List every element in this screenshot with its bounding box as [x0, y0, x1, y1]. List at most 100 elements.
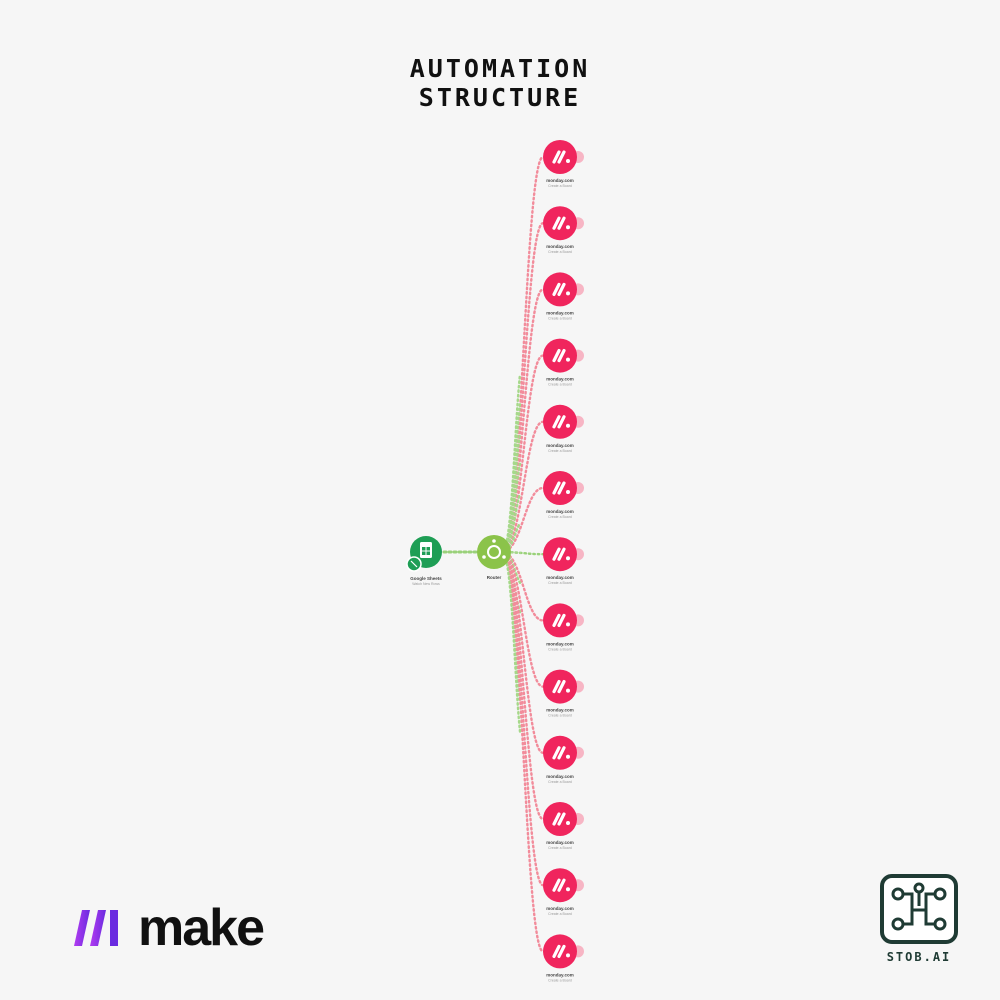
monday-dot: [566, 622, 570, 627]
stob-logo: STOB.AI: [876, 874, 962, 964]
module-label: monday.com: [546, 708, 573, 713]
module-sub: Create a Board: [548, 316, 572, 320]
module-sub: Create a Board: [548, 581, 572, 585]
monday-dot: [566, 423, 570, 428]
title-line-2: STRUCTURE: [418, 83, 582, 112]
monday-mark: [557, 150, 566, 164]
module-sub: Create a Board: [548, 449, 572, 453]
module-sub: Create a Board: [548, 250, 572, 254]
route-link: [500, 288, 545, 554]
module-sub: Create a Board: [548, 912, 572, 916]
monday-dot: [566, 953, 570, 958]
module-sub: Create a Board: [548, 714, 572, 718]
module-label: monday.com: [546, 244, 573, 249]
module-label: monday.com: [546, 774, 573, 779]
make-logo: make: [72, 899, 265, 957]
monday-dot: [566, 887, 570, 892]
trigger-sub: Watch New Rows: [412, 582, 440, 586]
trigger-label: Google Sheets: [410, 576, 442, 581]
monday-mark: [557, 282, 566, 296]
monday-mark: [557, 746, 566, 760]
stob-text: STOB.AI: [886, 950, 952, 964]
monday-dot: [566, 754, 570, 759]
circuit-graphic: [891, 882, 947, 931]
monday-mark: [557, 547, 566, 561]
monday-mark: [552, 216, 561, 230]
stob-circuit-icon: [880, 874, 958, 944]
monday-mark: [552, 547, 561, 561]
monday-mark: [557, 613, 566, 628]
module-sub: Create a Board: [548, 184, 572, 188]
make-logo-icon: [74, 910, 118, 946]
module-label: monday.com: [546, 972, 573, 977]
monday-mark: [552, 679, 561, 694]
module-label: monday.com: [546, 377, 573, 382]
monday-mark: [552, 349, 561, 363]
monday-dot: [566, 821, 570, 825]
module-label: monday.com: [546, 310, 573, 315]
module-sub: Create a Board: [548, 978, 572, 982]
module-label: monday.com: [546, 906, 573, 911]
monday-dot: [566, 225, 570, 230]
route-link: [500, 550, 545, 887]
router-icon: [477, 535, 511, 569]
monday-mark: [552, 746, 561, 760]
monday-dot: [566, 357, 570, 362]
module-label: monday.com: [546, 641, 573, 646]
module-sub: Create a Board: [548, 846, 572, 850]
router-module[interactable]: Router: [477, 535, 511, 580]
monday-dot: [566, 556, 570, 561]
route-link: [500, 550, 545, 821]
module-label: monday.com: [546, 178, 573, 183]
monday-mark: [557, 679, 566, 694]
monday-mark: [552, 613, 561, 628]
router-core: [487, 545, 501, 559]
clock-hand: [410, 560, 418, 568]
router-label: Router: [487, 575, 502, 580]
monday-mark: [557, 415, 566, 429]
router-dot: [502, 555, 506, 559]
google-sheets-module[interactable]: Google Sheets Watch New Rows: [406, 536, 442, 586]
module-sub: Create a Board: [548, 383, 572, 387]
monday-mark: [557, 349, 566, 363]
monday-mark: [557, 944, 566, 959]
monday-mark: [557, 216, 566, 230]
module-sub: Create a Board: [548, 515, 572, 519]
module-label: monday.com: [546, 443, 573, 448]
router-dot: [492, 539, 496, 543]
title-line-1: AUTOMATION: [409, 54, 591, 83]
monday-dot: [566, 159, 570, 163]
make-wordmark: make: [138, 899, 265, 957]
monday-mark: [557, 878, 566, 892]
router-dot: [482, 555, 486, 559]
page-title: AUTOMATION STRUCTURE: [0, 54, 1000, 112]
monday-mark: [557, 812, 566, 826]
module-sub: Create a Board: [548, 647, 572, 651]
monday-dot: [566, 688, 570, 693]
monday-mark: [552, 944, 561, 959]
route-link: [500, 222, 545, 554]
monday-dot: [566, 490, 570, 494]
monday-mark: [557, 481, 566, 495]
monday-mark: [552, 878, 561, 892]
monday-mark: [552, 481, 561, 495]
monday-mark: [552, 150, 561, 164]
module-label: monday.com: [546, 840, 573, 845]
module-sub: Create a Board: [548, 780, 572, 784]
monday-dot: [566, 291, 570, 296]
